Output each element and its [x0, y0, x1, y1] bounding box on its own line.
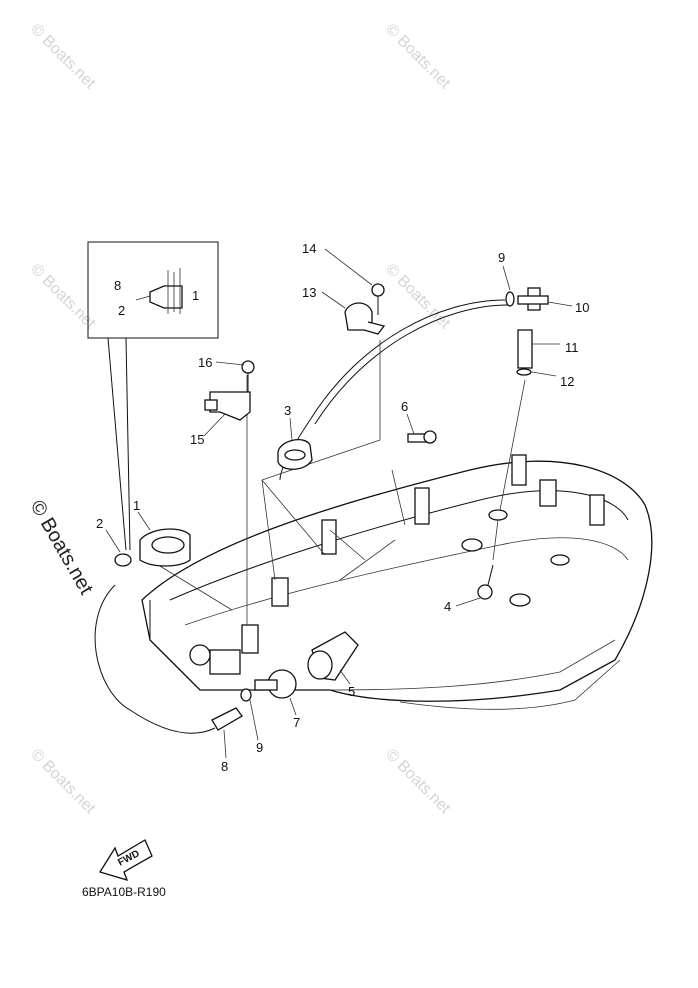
- part-5-grommet: [307, 631, 359, 681]
- part-1-grommet: [139, 528, 191, 567]
- part-15-bracket: [204, 391, 251, 421]
- callout-14: 14: [302, 241, 316, 256]
- callout-2: 2: [96, 516, 103, 531]
- part-4-fitting: [477, 564, 494, 600]
- watermark: © Boats.net: [382, 21, 454, 93]
- part-10-fitting: [517, 287, 549, 311]
- part-9-clip-top: [505, 291, 515, 307]
- watermark: © Boats.net: [27, 746, 99, 818]
- callout-7: 7: [293, 715, 300, 730]
- part-2-clip: [114, 553, 132, 567]
- callout-9-bottom: 9: [256, 740, 263, 755]
- callout-15: 15: [190, 432, 204, 447]
- callout-10: 10: [575, 300, 589, 315]
- watermark: © Boats.net: [382, 746, 454, 818]
- part-12-clip: [516, 368, 532, 376]
- part-8-hose: [211, 707, 243, 731]
- callout-3: 3: [284, 403, 291, 418]
- part-7-fitting: [254, 669, 297, 699]
- callout-8: 8: [221, 759, 228, 774]
- part-6-screw: [407, 430, 437, 444]
- callout-leaders: [105, 248, 573, 759]
- part-11-hose: [517, 329, 533, 369]
- part-16-bolt: [241, 360, 255, 392]
- callout-13: 13: [302, 285, 316, 300]
- bottom-cowling: [141, 454, 653, 710]
- callout-labels: 8 2 1 14 13 9 10 11 12 16 15 3 6 1 2 4 5…: [96, 241, 589, 774]
- callout-11: 11: [565, 340, 579, 355]
- callout-4: 4: [444, 599, 451, 614]
- diagram-code: 6BPA10B-R190: [82, 885, 166, 899]
- fwd-arrow: FWD: [98, 839, 153, 881]
- callout-5: 5: [348, 684, 355, 699]
- watermark-prominent: © Boats.net: [26, 497, 98, 599]
- callout-2-inset: 2: [118, 303, 125, 318]
- part-14-bolt: [371, 283, 385, 315]
- callout-8-inset: 8: [114, 278, 121, 293]
- part-13-clamp: [344, 302, 386, 335]
- watermark: © Boats.net: [27, 21, 99, 93]
- part-3-grommet: [277, 439, 313, 470]
- part-9-clip-bottom: [240, 688, 252, 702]
- callout-1-inset: 1: [192, 288, 199, 303]
- callout-16: 16: [198, 355, 212, 370]
- inset-box: [87, 241, 219, 551]
- callout-9-top: 9: [498, 250, 505, 265]
- callout-6: 6: [401, 399, 408, 414]
- callout-1: 1: [133, 498, 140, 513]
- callout-12: 12: [560, 374, 574, 389]
